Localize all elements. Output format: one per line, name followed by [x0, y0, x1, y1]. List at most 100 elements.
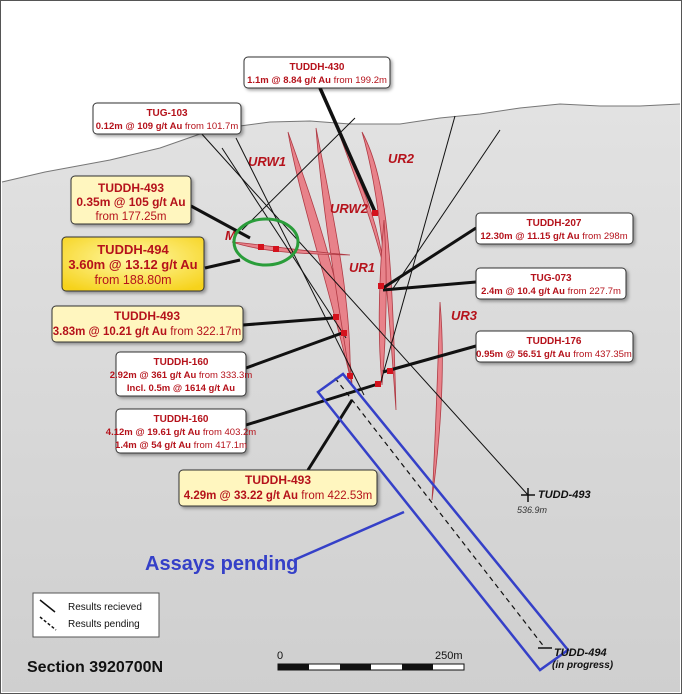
callout-tuddh207: TUDDH-207 12.30m @ 11.15 g/t Au from 298…	[475, 212, 634, 245]
callout-tuddh430: TUDDH-430 1.1m @ 8.84 g/t Au from 199.2m	[243, 56, 391, 89]
legend-solid-line	[39, 599, 56, 613]
callout-tuddh493c: TUDDH-493 4.29m @ 33.22 g/t Au from 422.…	[178, 469, 378, 507]
svg-text:4.29m @ 33.22 g/t Au from 422.: 4.29m @ 33.22 g/t Au from 422.53m	[184, 490, 373, 502]
callout-hole: TUDDH-160	[153, 414, 208, 425]
hole-depth-tudd-493: 536.9m	[517, 505, 548, 515]
leader-tuddh430	[318, 87, 378, 215]
svg-text:12.30m @ 11.15 g/t Au from 298: 12.30m @ 11.15 g/t Au from 298m	[480, 231, 627, 242]
callout-tuddh493a: TUDDH-493 0.35m @ 105 g/t Au from 177.25…	[70, 175, 192, 225]
svg-text:4.12m @ 19.61 g/t Au from 403.: 4.12m @ 19.61 g/t Au from 403.2m	[106, 427, 257, 438]
marker	[387, 368, 393, 374]
topography-line	[1, 103, 681, 183]
vein-ur1	[378, 219, 387, 386]
leader-tuddh493c	[306, 399, 354, 471]
intercept-markers	[258, 210, 393, 387]
legend-dashed-line	[39, 616, 57, 631]
scale-seg	[340, 664, 371, 670]
leader-tuddh160a	[245, 330, 346, 370]
legend-received-label: Results recieved	[68, 602, 142, 613]
leader-tug073	[382, 280, 477, 292]
vein-ur3	[431, 301, 443, 501]
callout-tuddh494: TUDDH-494 3.60m @ 13.12 g/t Au from 188.…	[61, 236, 205, 292]
marker	[378, 283, 384, 289]
leader-tuddh494	[204, 258, 241, 270]
vein-label-ur3: UR3	[451, 308, 478, 323]
scale-start-label: 0	[277, 650, 283, 662]
callout-result: 1.1m @ 8.84 g/t Au	[247, 75, 331, 86]
svg-text:1.4m @ 54 g/t Au from 417.1m: 1.4m @ 54 g/t Au from 417.1m	[115, 440, 247, 451]
callout-hole: TUDDH-207	[526, 218, 581, 229]
callout-from: from 437.35m	[571, 349, 632, 360]
vein-label-ur1: UR1	[349, 260, 375, 275]
callout-hole: TUDDH-493	[245, 473, 311, 487]
callout-tuddh176: TUDDH-176 0.95m @ 56.51 g/t Au from 437.…	[475, 330, 634, 363]
legend: Results recieved Results pending	[32, 592, 160, 638]
trace-e	[391, 129, 501, 291]
scale-end-label: 250m	[435, 650, 463, 662]
assays-pending-box	[316, 372, 570, 672]
highlight-circle	[232, 217, 300, 267]
callout-result: 0.35m @ 105 g/t Au	[76, 195, 185, 209]
callout-result: 0.95m @ 56.51 g/t Au	[476, 349, 571, 360]
svg-text:3.83m @ 10.21 g/t Au from 322.: 3.83m @ 10.21 g/t Au from 322.17m	[53, 326, 242, 338]
callout-included: Incl. 0.5m @ 1614 g/t Au	[127, 383, 235, 394]
scale-bar: 0 250m	[277, 650, 465, 671]
callout-result: 4.29m @ 33.22 g/t Au	[184, 490, 298, 502]
hole-status-tudd-494: (in progress)	[552, 660, 614, 671]
leader-tuddh493b	[242, 316, 334, 327]
marker	[372, 210, 378, 216]
callout-result: 4.12m @ 19.61 g/t Au	[106, 427, 201, 438]
callout-from: from 227.7m	[565, 286, 621, 297]
marker	[347, 373, 353, 379]
callout-from: from 188.80m	[94, 273, 171, 287]
callout-hole: TUG-103	[146, 108, 188, 119]
scale-seg	[402, 664, 433, 670]
callout-result-2: 1.4m @ 54 g/t Au	[115, 440, 191, 451]
svg-text:2.92m @ 361 g/t Au from 333.3m: 2.92m @ 361 g/t Au from 333.3m	[110, 370, 253, 381]
leader-tuddh493a	[190, 204, 251, 240]
vein-label-ur2: UR2	[388, 151, 415, 166]
svg-text:1.1m @ 8.84 g/t Au from 199.2m: 1.1m @ 8.84 g/t Au from 199.2m	[247, 75, 387, 86]
callout-result: 2.92m @ 361 g/t Au	[110, 370, 197, 381]
legend-box	[32, 592, 160, 638]
callout-hole: TUDDH-494	[97, 242, 169, 257]
callout-from-2: from 417.1m	[191, 440, 247, 451]
trace-tudd-494-pending	[334, 377, 546, 649]
svg-text:0.12m @ 109 g/t Au from 101.7m: 0.12m @ 109 g/t Au from 101.7m	[96, 121, 239, 132]
marker	[341, 330, 347, 336]
trace-b	[221, 147, 347, 339]
callout-result: 3.83m @ 10.21 g/t Au	[53, 326, 167, 338]
callout-result: 0.12m @ 109 g/t Au	[96, 121, 183, 132]
callout-hole: TUDDH-493	[114, 309, 180, 323]
callout-tug103: TUG-103 0.12m @ 109 g/t Au from 101.7m	[92, 102, 242, 135]
callout-from: from 101.7m	[182, 121, 238, 132]
marker	[375, 381, 381, 387]
vein-label-urw1: URW1	[248, 154, 286, 169]
callout-hole: TUDDH-176	[526, 336, 581, 347]
trace-c	[379, 115, 456, 386]
legend-pending-label: Results pending	[68, 619, 140, 630]
callout-from: from 298m	[580, 231, 628, 242]
veins	[231, 127, 443, 501]
callout-hole: TUDDH-430	[289, 62, 344, 73]
hole-label-tudd-494: TUDD-494	[554, 647, 607, 659]
callout-result: 12.30m @ 11.15 g/t Au	[480, 231, 579, 242]
marker	[333, 314, 339, 320]
vein-label-urw2: URW2	[330, 201, 369, 216]
callout-result: 3.60m @ 13.12 g/t Au	[68, 257, 197, 272]
leader-tuddh176	[382, 344, 477, 374]
callout-from: from 199.2m	[331, 75, 387, 86]
callout-hole: TUG-073	[530, 273, 572, 284]
callout-from: from 333.3m	[196, 370, 252, 381]
assays-pending-leader	[293, 510, 405, 562]
leader-tuddh207	[382, 226, 477, 290]
assays-pending-label: Assays pending	[145, 553, 298, 575]
hole-label-tudd-493: TUDD-493	[538, 489, 591, 501]
callout-from: from 422.53m	[298, 490, 372, 502]
svg-text:0.95m @ 56.51 g/t Au from 437.: 0.95m @ 56.51 g/t Au from 437.35m	[476, 349, 632, 360]
callout-hole: TUDDH-160	[153, 357, 208, 368]
svg-text:2.4m @ 10.4 g/t Au from 227.7m: 2.4m @ 10.4 g/t Au from 227.7m	[481, 286, 621, 297]
callout-tuddh160a: TUDDH-160 2.92m @ 361 g/t Au from 333.3m…	[110, 351, 253, 397]
callout-hole: TUDDH-493	[98, 181, 164, 195]
